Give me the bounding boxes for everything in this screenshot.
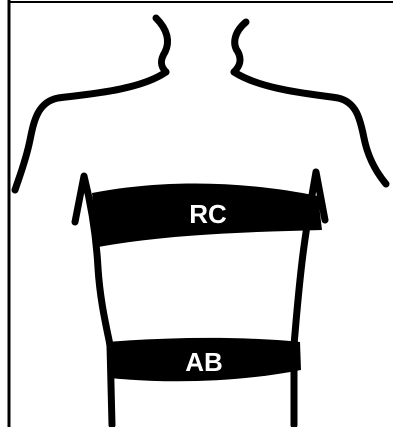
neck-right-line: [234, 22, 246, 72]
rc-band-label: RC: [189, 199, 227, 229]
left-shoulder-line: [15, 72, 166, 190]
neck-left-line: [156, 18, 168, 72]
right-shoulder-line: [234, 72, 386, 184]
ab-band-label: AB: [185, 347, 223, 377]
